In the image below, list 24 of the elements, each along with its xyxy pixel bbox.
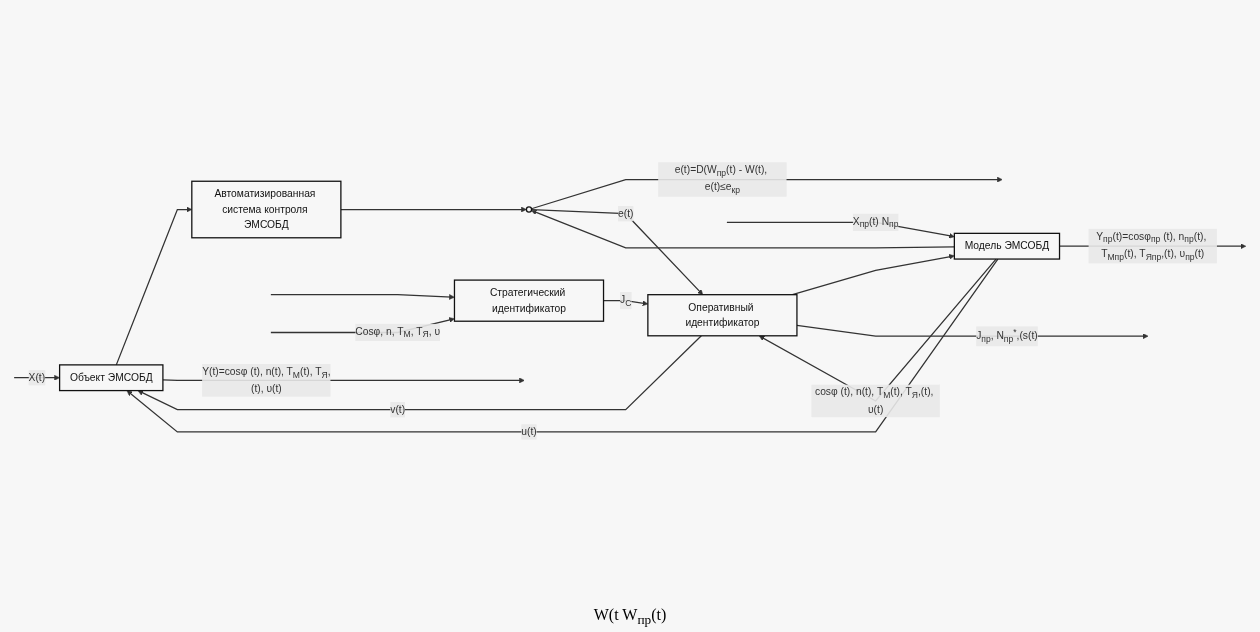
node-box: Автоматизированная система контроля ЭМСОБД <box>191 180 342 239</box>
edge-label: X(t) <box>28 371 46 383</box>
edge-label: Cosφ, n, T$_{M}$, T$_{Я}$, υ <box>355 325 441 340</box>
edge-label: u(t) <box>521 426 537 438</box>
edge-label: J$_{C}$ <box>620 293 632 308</box>
node-box: Модель ЭМСОБД <box>953 232 1061 260</box>
node-box: Объект ЭМСОБД <box>58 364 164 392</box>
arrow <box>340 206 527 213</box>
edge-label: Y(t)=cosφ (t), n(t), T$_{M}$(t), T$_{Я}$,(t), υ(t) <box>202 365 331 395</box>
node-circle <box>525 206 533 213</box>
arrow <box>137 335 702 411</box>
edge-label: v(t) <box>390 403 406 415</box>
edge-label: e(t) <box>617 207 634 219</box>
arrow <box>530 209 704 295</box>
edge-label: cosφ (t), n(t), T$_{M}$(t), T$_{Я}$,(t), υ(t) <box>814 386 934 415</box>
arrow <box>126 258 999 433</box>
edge-label: Y$_{пр}$(t)=cosφ$_{пр}$ (t), n$_{пр}$(t), T$_{Mпр}$(t), T$_{Япр}$,(t), υ$_{пр}$(t) <box>1096 230 1207 262</box>
edge-label: J$_{пр}$, N$_{пр}$$^{*}$,(s(t) <box>976 327 1038 345</box>
edge-label: e(t)=D(W$_{пр}$(t) - W(t), e(t)≤e$_{кр}$ <box>674 164 768 196</box>
arrow <box>270 293 455 300</box>
node-box: Оперативный идентификатор <box>647 294 798 337</box>
edge-label: X$_{пр}$(t) N$_{пр}$ <box>852 215 899 230</box>
node-box: Стратегический идентификатор <box>453 279 605 322</box>
arrow <box>531 209 955 249</box>
